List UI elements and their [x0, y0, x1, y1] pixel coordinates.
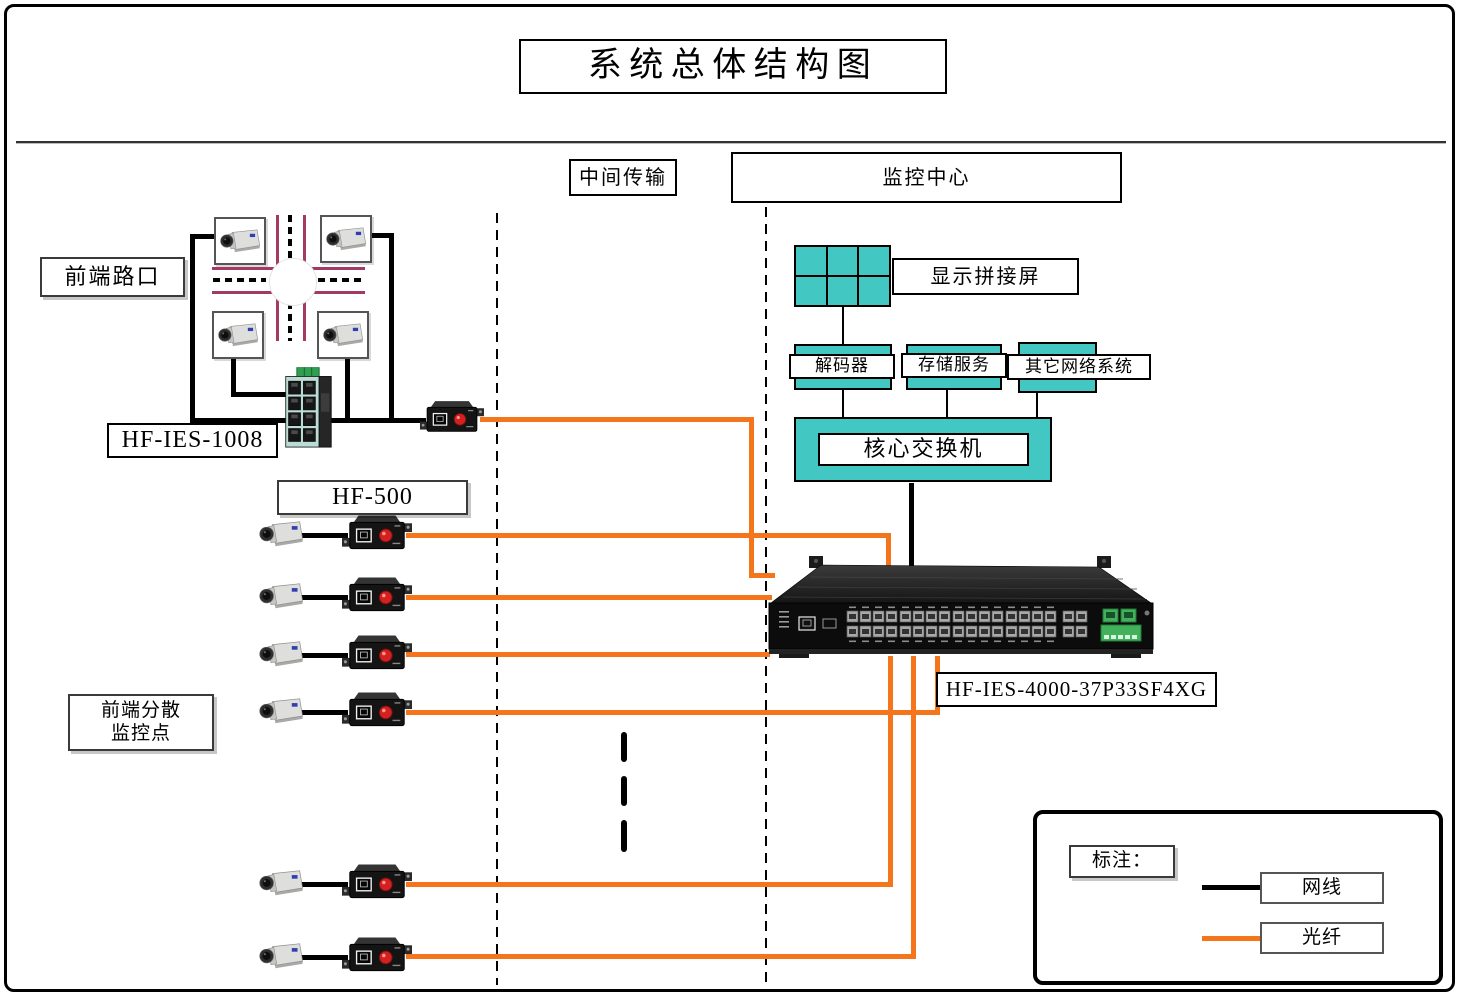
legend-fiber-swatch	[1202, 936, 1264, 941]
copper-link	[842, 306, 844, 346]
zone-label-monitoring-center: 监控中心	[731, 152, 1122, 203]
legend-copper-swatch	[1202, 885, 1264, 890]
video-wall-grid	[796, 247, 889, 305]
copper-link	[1036, 392, 1038, 419]
label-video-wall: 显示拼接屏	[892, 258, 1079, 295]
zone-label-front-scatter: 前端分散 监控点	[68, 694, 214, 751]
copper-link	[190, 418, 290, 423]
copper-link	[231, 392, 290, 397]
label-fiber-converter-model: HF-500	[277, 480, 468, 515]
camera-icon	[217, 321, 259, 349]
media-converter-icon	[342, 632, 412, 676]
media-converter-icon	[342, 934, 412, 978]
fiber-link	[480, 417, 754, 422]
fiber-link	[406, 533, 891, 538]
camera-box	[320, 215, 372, 263]
camera-icon	[219, 227, 261, 255]
legend-box	[1033, 810, 1443, 985]
road-centerline	[318, 278, 365, 282]
camera-icon	[258, 638, 304, 670]
camera-icon	[258, 518, 304, 550]
continuation-dash	[621, 820, 627, 852]
copper-link	[296, 882, 348, 887]
fiber-link	[406, 882, 893, 887]
label-other-network: 其它网络系统	[1007, 354, 1151, 380]
camera-icon	[325, 225, 367, 253]
copper-link	[192, 234, 216, 239]
copper-link	[842, 389, 844, 419]
copper-link	[330, 418, 426, 423]
fiber-link	[406, 652, 770, 657]
label-backbone-switch-model: HF-IES-4000-37P33SF4XG	[936, 672, 1217, 707]
camera-icon	[258, 867, 304, 899]
fiber-link	[406, 595, 772, 600]
media-converter-icon	[342, 689, 412, 733]
zone-label-middle-transmission: 中间传输	[569, 159, 677, 196]
zone-label-front-road: 前端路口	[40, 257, 185, 297]
media-converter-icon	[342, 861, 412, 905]
copper-link	[909, 483, 914, 567]
camera-box	[214, 217, 266, 265]
continuation-dash	[621, 732, 627, 762]
camera-icon	[258, 580, 304, 612]
legend-copper-label: 网线	[1260, 872, 1384, 904]
label-storage: 存储服务	[901, 353, 1007, 378]
media-converter-icon	[420, 397, 484, 439]
copper-link	[389, 233, 394, 423]
front-scatter-line2: 监控点	[110, 722, 171, 744]
copper-link	[296, 595, 348, 600]
continuation-dash	[621, 776, 627, 806]
fiber-link	[749, 417, 754, 578]
road-centerline	[213, 278, 266, 282]
copper-link	[296, 710, 348, 715]
fiber-link	[911, 656, 916, 959]
copper-link	[296, 533, 348, 538]
copper-link	[345, 353, 350, 423]
fiber-link	[406, 954, 916, 959]
fiber-link	[406, 710, 940, 715]
copper-link	[296, 955, 348, 960]
label-front-switch-model: HF-IES-1008	[107, 423, 278, 458]
title-separator-line	[16, 141, 1446, 143]
legend-title: 标注：	[1069, 845, 1175, 878]
copper-link	[190, 234, 195, 423]
copper-link	[296, 653, 348, 658]
backbone-switch-icon	[763, 551, 1157, 665]
legend-fiber-label: 光纤	[1260, 922, 1384, 954]
camera-box	[212, 311, 264, 359]
camera-icon	[258, 940, 304, 972]
label-core-switch: 核心交换机	[818, 433, 1029, 466]
copper-link	[231, 353, 236, 397]
ethernet-switch-icon	[282, 366, 334, 452]
copper-link	[946, 389, 948, 419]
camera-icon	[322, 321, 364, 349]
fiber-link	[886, 533, 891, 567]
road-centerline	[288, 302, 292, 341]
camera-icon	[258, 695, 304, 727]
copper-link	[368, 233, 393, 238]
fiber-link	[749, 573, 775, 578]
media-converter-icon	[342, 574, 412, 618]
media-converter-icon	[342, 512, 412, 556]
label-decoder: 解码器	[789, 354, 895, 379]
fiber-link	[888, 656, 893, 887]
camera-box	[317, 311, 369, 359]
front-scatter-line1: 前端分散	[100, 699, 181, 721]
page-title: 系统总体结构图	[519, 39, 947, 94]
video-wall	[794, 245, 891, 307]
road-roundabout	[269, 258, 317, 306]
road-centerline	[288, 215, 292, 259]
page-border	[4, 4, 1455, 992]
